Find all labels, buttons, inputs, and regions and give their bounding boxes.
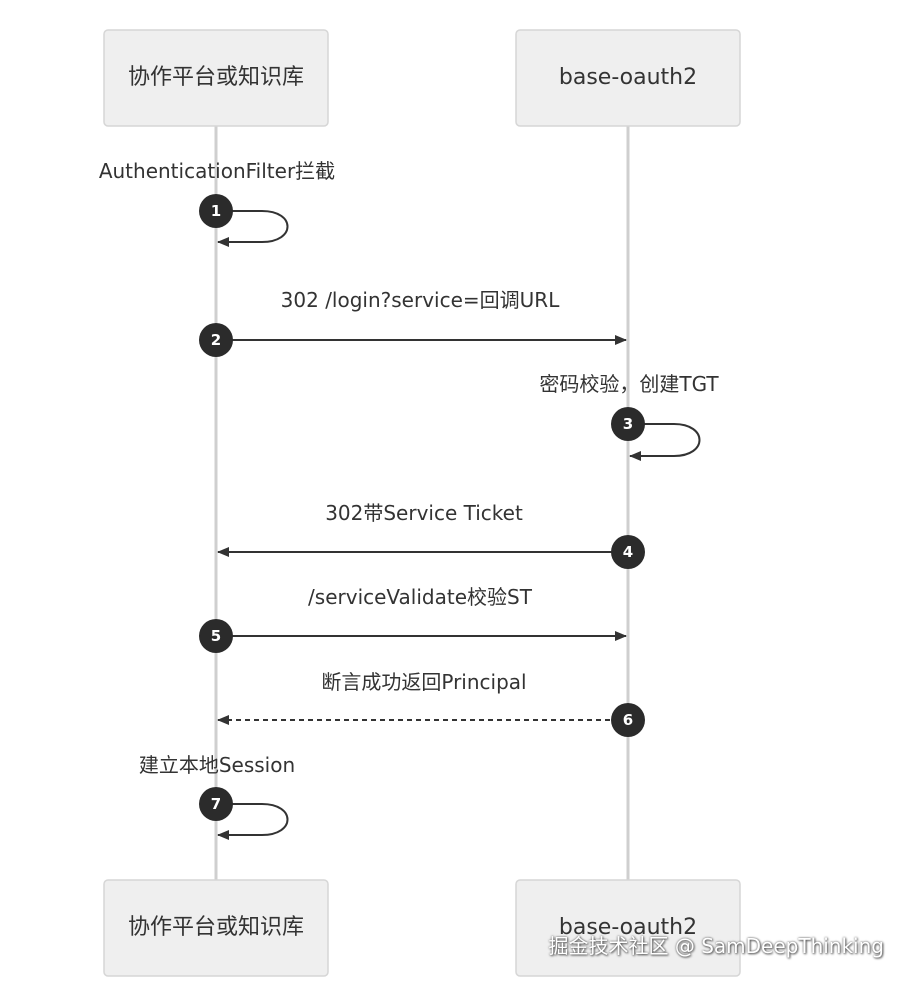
actor-client-top: 协作平台或知识库 xyxy=(103,29,329,127)
step-badge xyxy=(199,787,233,821)
actor-client-top-label: 协作平台或知识库 xyxy=(128,65,304,90)
actor-server-bottom: base-oauth2 xyxy=(515,879,741,977)
step-number: 6 xyxy=(623,711,633,729)
step-number: 3 xyxy=(623,415,633,433)
step-badge xyxy=(611,703,645,737)
message-2-label: 302 /login?service=回调URL xyxy=(281,288,561,312)
actor-client-bottom: 协作平台或知识库 xyxy=(103,879,329,977)
message-4: 302带Service Ticket 4 xyxy=(217,501,645,569)
watermark: 掘金技术社区 @ SamDeepThinking xyxy=(548,934,885,958)
message-6-label: 断言成功返回Principal xyxy=(321,670,526,694)
message-1: AuthenticationFilter拦截 1 xyxy=(99,159,335,247)
step-badge xyxy=(199,194,233,228)
actor-client-bottom-label: 协作平台或知识库 xyxy=(128,915,304,940)
message-5: /serviceValidate校验ST 5 xyxy=(199,585,627,653)
actor-server-top: base-oauth2 xyxy=(515,29,741,127)
message-3: 密码校验，创建TGT 3 xyxy=(539,372,719,461)
message-7-label: 建立本地Session xyxy=(139,753,295,777)
message-2: 302 /login?service=回调URL 2 xyxy=(199,288,627,357)
step-number: 7 xyxy=(211,795,221,813)
message-1-label: AuthenticationFilter拦截 xyxy=(99,159,335,183)
message-3-label: 密码校验，创建TGT xyxy=(539,372,719,396)
step-number: 4 xyxy=(623,543,633,561)
step-number: 5 xyxy=(211,627,221,645)
message-7: 建立本地Session 7 xyxy=(139,753,295,840)
message-6: 断言成功返回Principal 6 xyxy=(217,670,645,737)
step-badge xyxy=(611,535,645,569)
step-number: 1 xyxy=(211,202,221,220)
step-badge xyxy=(199,619,233,653)
actor-server-top-label: base-oauth2 xyxy=(559,65,697,90)
message-4-label: 302带Service Ticket xyxy=(325,501,523,525)
step-badge xyxy=(611,407,645,441)
step-badge xyxy=(199,323,233,357)
message-5-label: /serviceValidate校验ST xyxy=(308,585,533,609)
actor-server-bottom-label: base-oauth2 xyxy=(559,915,697,940)
step-number: 2 xyxy=(211,331,221,349)
